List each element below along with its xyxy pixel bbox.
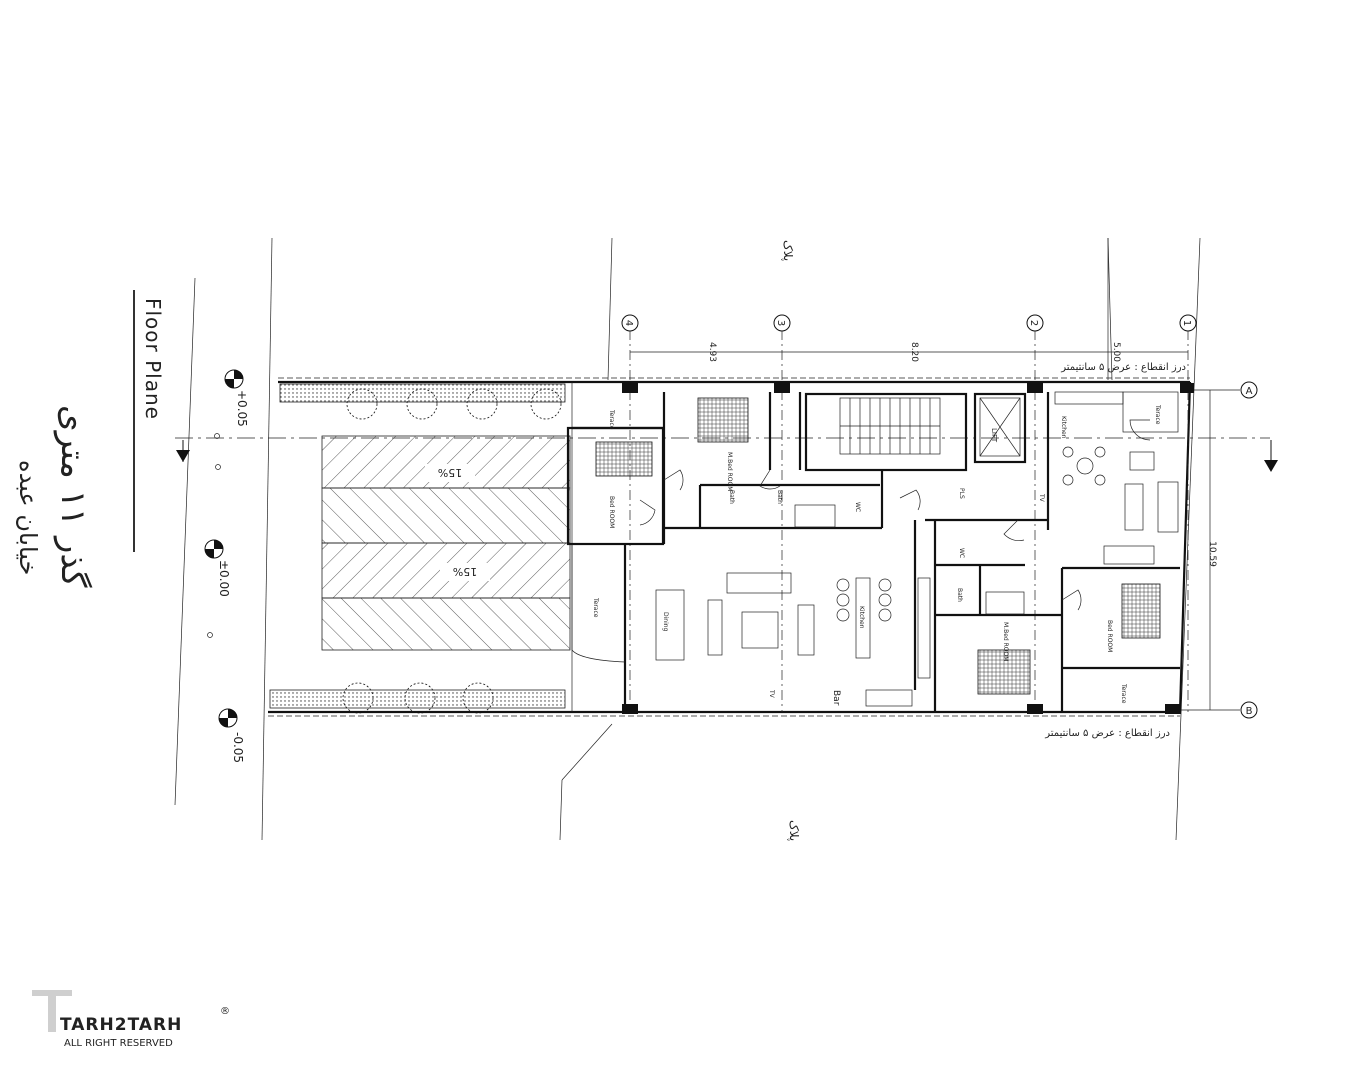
room-dining: Dining bbox=[662, 612, 669, 632]
axis-label-4: 4 bbox=[623, 320, 634, 326]
party-wall-top-note: درز انقطاع : عرض ۵ سانتیمتر bbox=[1060, 362, 1186, 373]
staircase bbox=[839, 397, 941, 455]
room-bath-left1: Bath bbox=[728, 490, 735, 504]
party-wall-bottom-note: درز انقطاع : عرض ۵ سانتیمتر bbox=[1044, 728, 1170, 739]
watermark-brand: TARH2TARH bbox=[60, 1015, 182, 1035]
room-bed-left: Bed ROOM bbox=[608, 496, 615, 528]
watermark-symbol: ® bbox=[220, 1006, 230, 1017]
room-bath-left2: Bath bbox=[776, 490, 783, 504]
room-kitchen-left: Kitchen bbox=[858, 606, 865, 629]
parking-ramp: 15% 15% bbox=[321, 435, 571, 651]
dim-depth: 10.59 bbox=[1207, 541, 1217, 567]
furniture bbox=[655, 391, 1179, 707]
street-label-main: گذر ۱۱ متری bbox=[53, 405, 93, 588]
axis-label-2: 2 bbox=[1028, 320, 1039, 326]
building-outline bbox=[268, 377, 1192, 717]
neighbor-bottom-label: پلاک bbox=[787, 820, 801, 841]
room-mbed-right: M.Bed ROOM bbox=[1002, 622, 1009, 661]
level-zero: ±0.00 bbox=[217, 560, 231, 597]
tarh-logo-icon bbox=[32, 990, 72, 1032]
ramp-slope-label-2: 15% bbox=[453, 565, 477, 578]
room-bar: Bar bbox=[831, 690, 841, 706]
room-wc-left: WC bbox=[854, 502, 861, 512]
room-terrace-mid: Terace bbox=[592, 597, 599, 618]
neighbor-top-label: پلاک bbox=[781, 240, 795, 261]
room-terrace-top-right: Terace bbox=[1154, 404, 1161, 425]
axis-grid: 4 3 2 1 A B bbox=[621, 314, 1258, 719]
lift-shaft: LIFT bbox=[979, 397, 1021, 457]
room-bed-right: Bed ROOM bbox=[1106, 620, 1113, 652]
room-bath-right: Bath bbox=[956, 588, 963, 602]
level-minus: -0.05 bbox=[231, 732, 245, 763]
drawing-title-text: Floor Plane bbox=[141, 298, 165, 420]
interior-walls bbox=[566, 391, 1180, 712]
street-labels: گذر ۱۱ متری خیابان عبده bbox=[14, 405, 93, 588]
room-wc-right: WC bbox=[958, 548, 965, 558]
level-plus: +0.05 bbox=[235, 390, 249, 427]
axis-label-A: A bbox=[1246, 386, 1253, 397]
dim-4-3: 4.93 bbox=[707, 342, 717, 362]
dim-2-1: 5.00 bbox=[1111, 342, 1121, 362]
ramp-slope-label-1: 15% bbox=[438, 466, 462, 479]
watermark-logo: TARH2TARH ® ALL RIGHT RESERVED bbox=[28, 984, 238, 1054]
room-terrace-top-left: Terace bbox=[608, 409, 615, 430]
drawing-title: Floor Plane bbox=[133, 290, 165, 552]
lift-label: LIFT bbox=[990, 428, 998, 443]
structural-columns bbox=[622, 383, 1194, 714]
watermark-rights: ALL RIGHT RESERVED bbox=[64, 1038, 173, 1049]
dim-3-2: 8.20 bbox=[909, 342, 919, 362]
room-tv-left: TV bbox=[768, 689, 775, 699]
room-tv-right: TV bbox=[1038, 493, 1045, 503]
dimension-lines: 4.93 8.20 5.00 10.59 bbox=[630, 342, 1217, 710]
room-terrace-bottom-right: Terace bbox=[1120, 683, 1127, 704]
beds bbox=[595, 397, 1161, 695]
doors bbox=[639, 419, 1151, 611]
axis-label-1: 1 bbox=[1181, 320, 1192, 326]
planter-top bbox=[279, 383, 566, 420]
section-line bbox=[175, 437, 1278, 472]
room-shaft: PLS bbox=[958, 488, 965, 499]
room-mbed-left: M.Bed ROOM bbox=[726, 452, 733, 491]
axis-label-B: B bbox=[1246, 706, 1253, 717]
level-markers: +0.05 ±0.00 -0.05 bbox=[204, 369, 249, 763]
planter-bottom bbox=[269, 682, 566, 714]
axis-label-3: 3 bbox=[775, 320, 786, 326]
street-label-second: خیابان عبده bbox=[14, 460, 42, 575]
room-labels: Terace Terace Terace Terace Bed ROOM M.B… bbox=[592, 404, 1161, 706]
room-kitchen-right: Kitchen bbox=[1060, 416, 1067, 439]
